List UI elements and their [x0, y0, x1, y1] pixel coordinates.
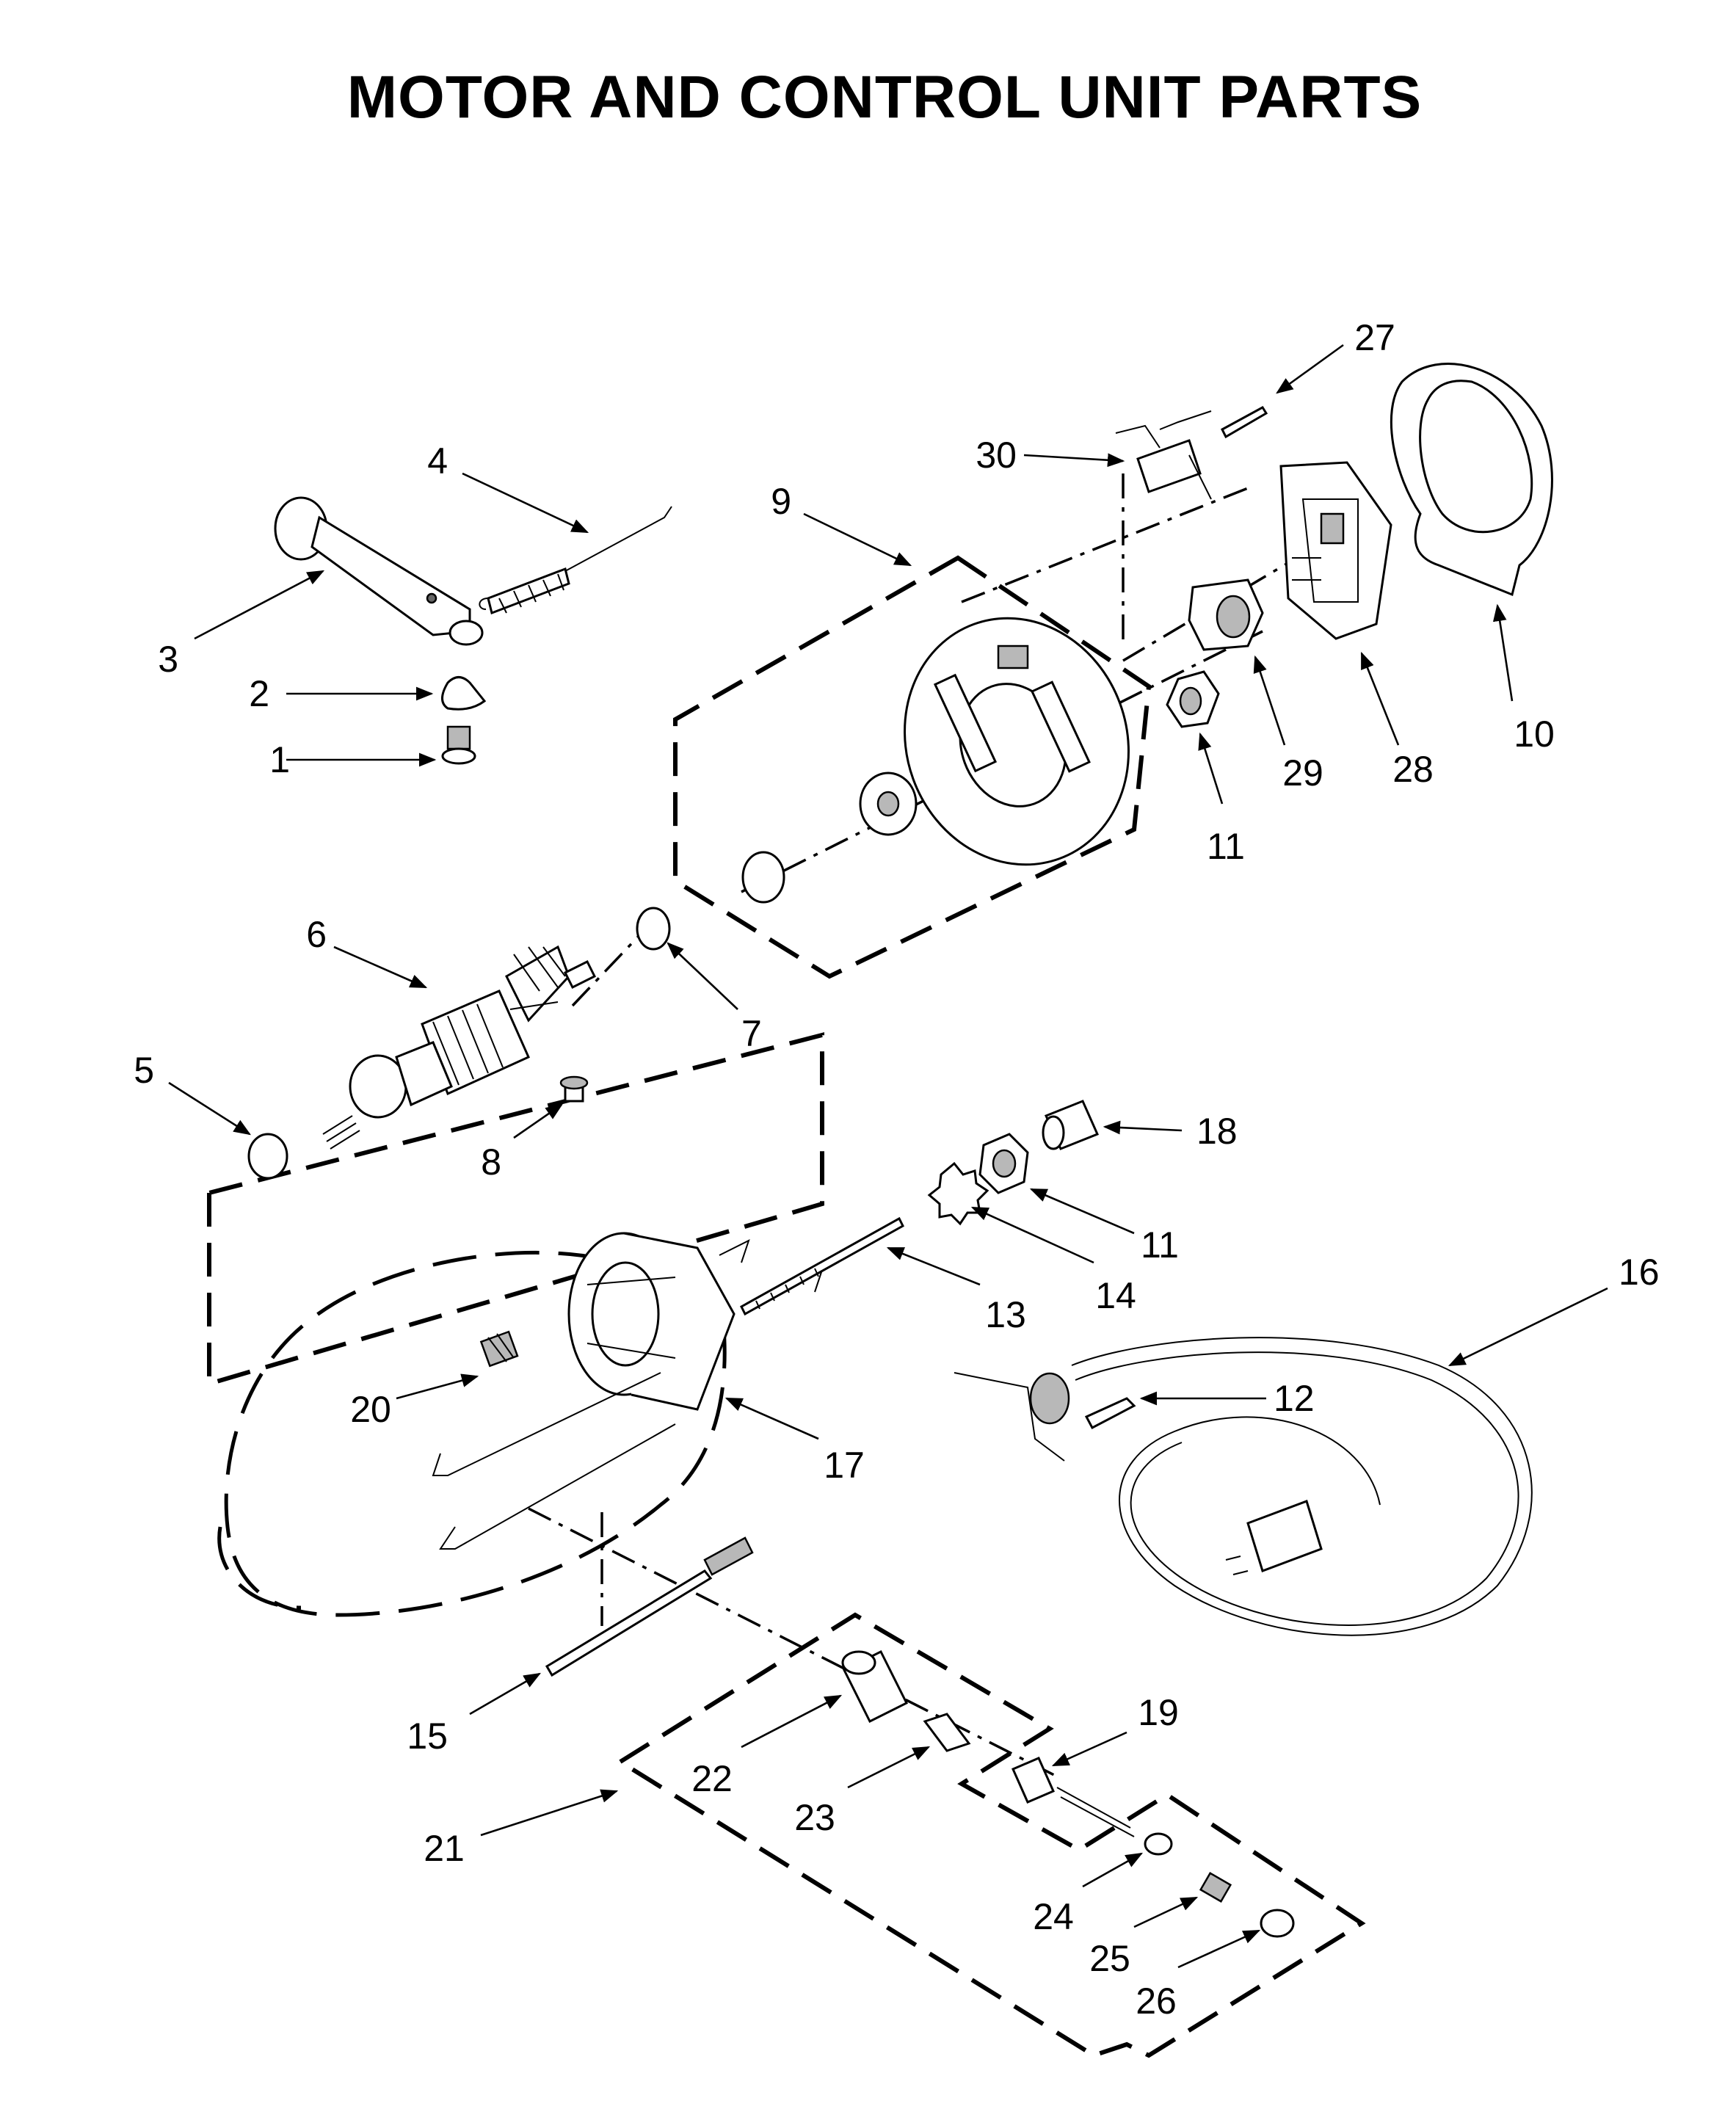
part-16-power-cord — [954, 1337, 1533, 1636]
callout-13: 13 — [985, 1294, 1026, 1335]
part-18-sleeve — [1042, 1100, 1100, 1150]
part-22-sleeve — [841, 1649, 909, 1724]
part-14-star-washer — [927, 1161, 989, 1226]
callout-6: 6 — [306, 914, 327, 955]
part-17-stator — [432, 1232, 824, 1550]
assembly-axis-armature — [571, 931, 644, 1007]
part-2-washer — [441, 676, 487, 711]
callout-21: 21 — [424, 1828, 465, 1869]
callout-9: 9 — [771, 481, 791, 522]
part-13-rod — [740, 1216, 904, 1316]
callout-3: 3 — [158, 639, 178, 680]
callout-24: 24 — [1033, 1896, 1074, 1937]
callout-labels: 1 2 3 4 5 6 7 8 9 10 11 11 12 13 14 15 1… — [134, 317, 1659, 2022]
part-6-armature — [322, 945, 597, 1150]
page-title: MOTOR AND CONTROL UNIT PARTS — [347, 64, 1422, 131]
group-box-9 — [673, 555, 1152, 979]
group-box-21 — [616, 1612, 1366, 2058]
part-bearing — [859, 772, 918, 836]
part-20-screw — [479, 1330, 519, 1368]
callout-26: 26 — [1136, 1981, 1177, 2022]
callout-12: 12 — [1274, 1378, 1315, 1419]
callout-10: 10 — [1514, 714, 1555, 755]
part-3-lever — [274, 496, 484, 646]
callout-29: 29 — [1282, 752, 1323, 794]
callout-16: 16 — [1619, 1252, 1660, 1293]
part-12-screw — [1084, 1397, 1136, 1430]
part-15-wire — [545, 1536, 754, 1677]
callout-7: 7 — [741, 1013, 762, 1054]
callout-25: 25 — [1089, 1938, 1130, 1979]
part-24-cap — [1144, 1832, 1173, 1856]
callout-2: 2 — [249, 673, 269, 714]
callout-30: 30 — [976, 435, 1017, 476]
group-box-17-frame — [207, 1032, 824, 1387]
callout-4: 4 — [427, 440, 448, 482]
part-19-spring — [1012, 1757, 1135, 1837]
motor-housing-outline-nose — [217, 1526, 302, 1610]
callout-1: 1 — [269, 739, 290, 780]
callout-22: 22 — [691, 1758, 733, 1799]
callout-23: 23 — [794, 1797, 835, 1838]
callout-11-upper: 11 — [1207, 826, 1245, 867]
callout-5: 5 — [134, 1050, 154, 1091]
part-11-nut-lower — [978, 1133, 1029, 1194]
callout-19: 19 — [1138, 1692, 1179, 1733]
assembly-axis-brush — [528, 1507, 1058, 1778]
part-11-nut-upper — [1166, 670, 1220, 728]
callout-28: 28 — [1392, 749, 1434, 790]
part-27-screw — [1221, 406, 1268, 439]
part-25-set-screw — [1199, 1872, 1232, 1903]
callout-14: 14 — [1095, 1275, 1136, 1316]
part-9-bracket — [904, 617, 1130, 866]
part-23-brush — [923, 1713, 971, 1752]
part-29-brush-holder — [1188, 578, 1264, 651]
leader-lines — [168, 344, 1608, 1969]
part-26-cap-screw — [1260, 1909, 1295, 1938]
part-5-washer — [247, 1133, 288, 1180]
callout-17: 17 — [824, 1445, 865, 1486]
part-30-switch — [1115, 410, 1212, 500]
callout-15: 15 — [407, 1716, 448, 1757]
callout-18: 18 — [1196, 1111, 1238, 1152]
part-4-spring — [479, 506, 672, 615]
callout-20: 20 — [350, 1389, 391, 1430]
part-10-gasket — [1390, 363, 1553, 597]
part-1-screw — [441, 725, 476, 765]
part-8-screw — [559, 1075, 589, 1103]
callout-27: 27 — [1354, 317, 1395, 358]
part-28-control-board — [1279, 461, 1392, 640]
part-retaining-ring — [741, 851, 785, 904]
assembly-axis-control — [961, 487, 1249, 603]
callout-11-lower: 11 — [1141, 1224, 1179, 1266]
callout-8: 8 — [481, 1141, 501, 1183]
part-7-washer — [636, 907, 671, 951]
